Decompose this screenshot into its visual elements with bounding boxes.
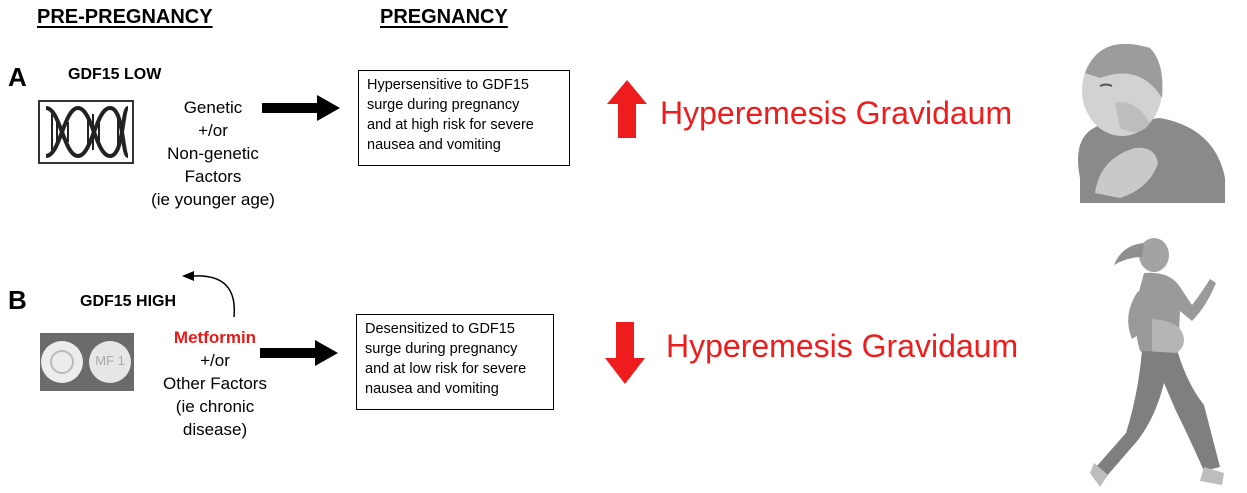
panel-a-letter: A bbox=[8, 62, 27, 92]
factor-line: Genetic bbox=[183, 98, 243, 117]
box-line: nausea and vomiting bbox=[365, 381, 499, 397]
up-arrow-icon bbox=[607, 80, 647, 138]
box-line: and at high risk for severe bbox=[367, 117, 534, 133]
panel-a-flow-arrow bbox=[262, 95, 340, 121]
factor-line: +/or bbox=[200, 351, 230, 370]
box-line: nausea and vomiting bbox=[367, 137, 501, 153]
panel-b-letter: B bbox=[8, 285, 27, 315]
pill-imprint-text: MF 1 bbox=[95, 353, 125, 368]
factor-line: (ie younger age) bbox=[151, 190, 275, 209]
box-line: Hypersensitive to GDF15 bbox=[367, 77, 529, 93]
running-pregnant-woman-figure bbox=[1090, 238, 1224, 487]
metformin-pill-icon: MF 1 bbox=[40, 333, 134, 391]
box-line: and at low risk for severe bbox=[365, 361, 527, 377]
panel-b-outcome: Hyperemesis Gravidaum bbox=[666, 328, 1019, 364]
metformin-label: Metformin bbox=[173, 328, 257, 347]
factor-line: Non-genetic bbox=[167, 144, 259, 163]
gdf15-high-label: GDF15 HIGH bbox=[80, 293, 177, 310]
panel-a-factors: Genetic +/or Non-genetic Factors (ie you… bbox=[138, 96, 288, 211]
box-line: surge during pregnancy bbox=[367, 97, 520, 113]
pregnancy-header: PREGNANCY bbox=[380, 6, 508, 28]
pre-pregnancy-header: PRE-PREGNANCY bbox=[37, 6, 213, 28]
down-arrow-icon bbox=[605, 322, 645, 384]
panel-a-outcome: Hyperemesis Gravidaum bbox=[660, 95, 1013, 131]
factor-line: Factors bbox=[184, 167, 242, 186]
factor-line: (ie chronic bbox=[175, 397, 255, 416]
factor-line: disease) bbox=[182, 420, 248, 439]
factor-line: +/or bbox=[198, 121, 228, 140]
panel-b-pregnancy-box: Desensitized to GDF15 surge during pregn… bbox=[356, 314, 554, 410]
nauseous-woman-figure bbox=[1078, 43, 1225, 203]
box-line: Desensitized to GDF15 bbox=[365, 321, 515, 337]
factor-line: Other Factors bbox=[163, 374, 267, 393]
panel-b-factors: Metformin +/or Other Factors (ie chronic… bbox=[140, 326, 290, 441]
gdf15-low-label: GDF15 LOW bbox=[68, 66, 162, 83]
panel-a-pregnancy-box: Hypersensitive to GDF15 surge during pre… bbox=[358, 70, 570, 166]
curved-return-arrow bbox=[182, 271, 236, 318]
box-line: surge during pregnancy bbox=[365, 341, 518, 357]
dna-icon bbox=[38, 100, 134, 164]
panel-b-flow-arrow bbox=[260, 340, 338, 366]
